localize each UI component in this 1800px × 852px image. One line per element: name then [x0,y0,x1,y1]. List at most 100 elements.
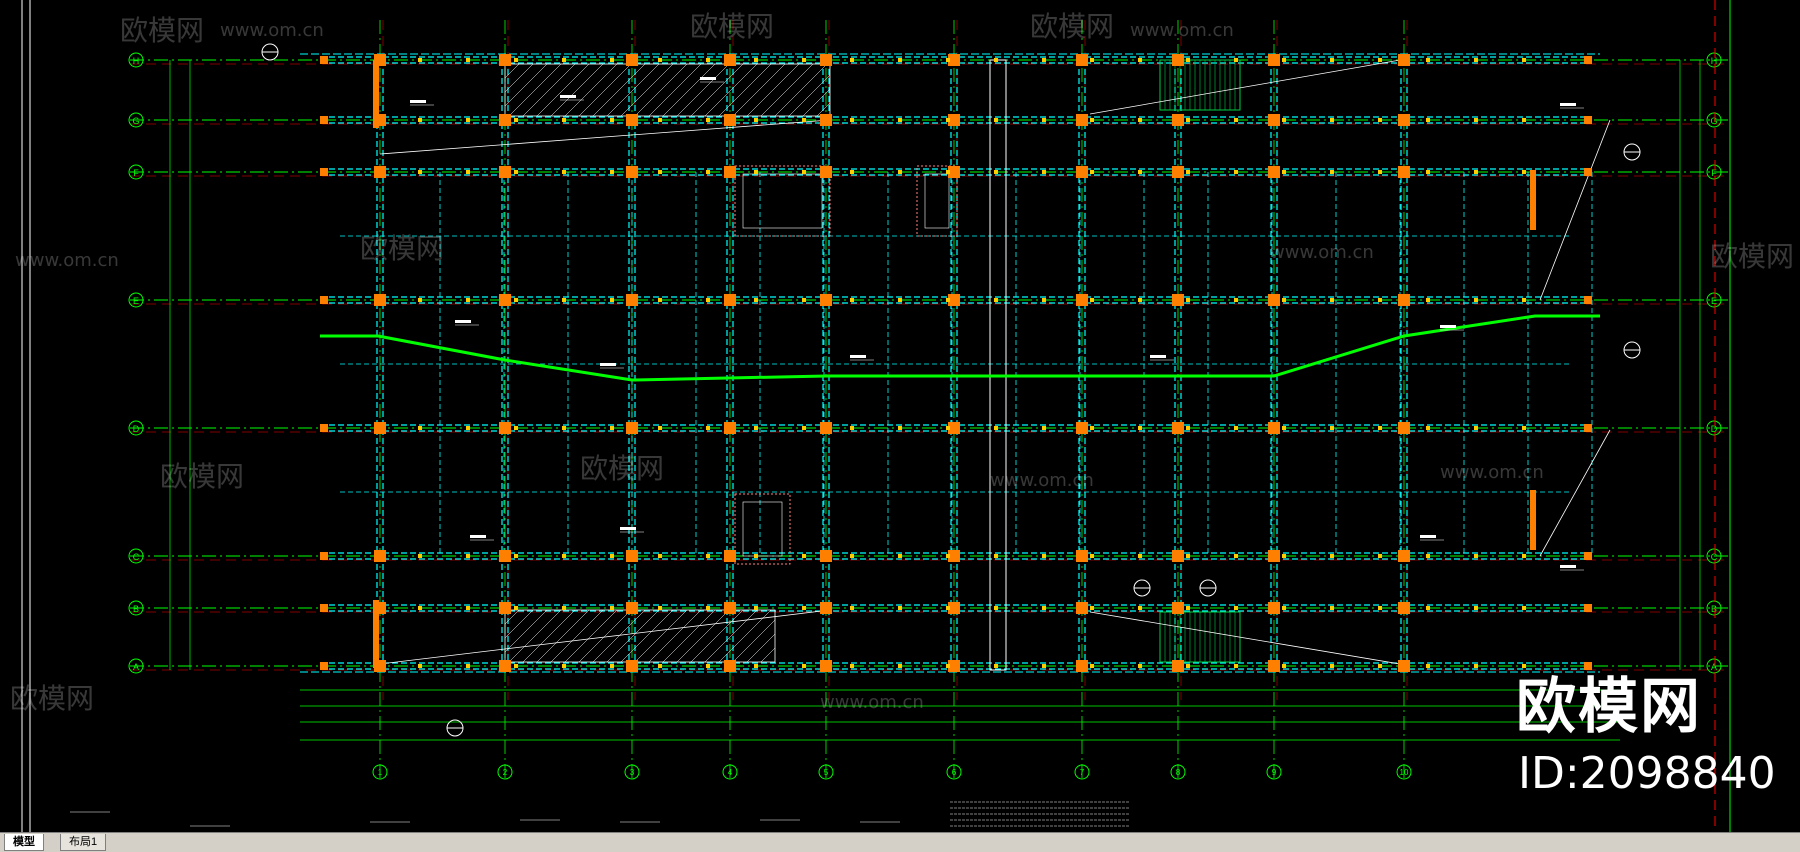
annotation-text-mark [1150,355,1166,358]
column [820,550,832,562]
annotation-text-mark [560,95,576,98]
hatched-slab-hatch [690,63,744,117]
column [724,54,736,66]
beam-marker [514,554,518,558]
beam-marker [562,170,566,174]
beam-marker [946,118,950,122]
hatched-slab-hatch [676,63,730,117]
beam-marker [1522,426,1526,430]
beam-marker [466,606,470,610]
grid-bubble [1706,420,1722,436]
column [1584,116,1592,124]
column [1584,424,1592,432]
beam-marker [466,118,470,122]
column [1584,168,1592,176]
tab-layout1[interactable]: 布局1 [60,834,107,851]
column [499,166,511,178]
beam-marker [1090,170,1094,174]
grid-label-col: 6 [952,768,957,777]
column [499,54,511,66]
hatched-slab-hatch [676,609,730,663]
column [626,114,638,126]
beam-marker [850,554,854,558]
beam-marker [898,118,902,122]
beam-marker [562,298,566,302]
beam-marker [1378,170,1382,174]
wall-column [1530,170,1536,230]
watermark-tile: 欧模网 [10,682,94,715]
beam-marker [706,426,710,430]
beam-marker [1186,118,1190,122]
column [626,422,638,434]
annotation-text-mark [600,363,616,366]
beam-marker [898,298,902,302]
beam-marker [514,606,518,610]
column [948,114,960,126]
beam-marker [658,298,662,302]
beam-marker [946,554,950,558]
beam-marker [1474,606,1478,610]
column [948,602,960,614]
hatched-slab-hatch [774,63,828,117]
beam-marker [1234,170,1238,174]
column [820,602,832,614]
tab-model[interactable]: 模型 [4,834,44,851]
beam-marker [514,298,518,302]
column [320,56,328,64]
opening-inner [742,501,783,557]
column [1172,294,1184,306]
beam-marker [1282,554,1286,558]
column [626,660,638,672]
beam-marker [898,170,902,174]
beam-marker [610,170,614,174]
diagonal-line [379,609,831,665]
beam-marker [802,664,806,668]
annotation-text-mark [1440,325,1456,328]
beam-marker [706,554,710,558]
beam-marker [1042,170,1046,174]
column [1398,550,1410,562]
hatched-slab-hatch [536,609,590,663]
annotation-text-mark [1560,103,1576,106]
grid-bubble [624,764,640,780]
beam-marker [1186,58,1190,62]
beam-marker [850,118,854,122]
watermark-tile: 欧模网 [1030,10,1114,43]
column [1076,422,1088,434]
hatched-slab-hatch [522,609,576,663]
wall-column [373,60,379,128]
beam-marker [1426,170,1430,174]
beam-marker [562,118,566,122]
beam-marker [658,58,662,62]
beam-marker [418,426,422,430]
grid-label-col: 3 [630,768,635,777]
hatched-slab-hatch [662,609,716,663]
beam-marker [1330,606,1334,610]
column [1172,602,1184,614]
column [499,550,511,562]
beam-marker [994,606,998,610]
beam-marker [1042,554,1046,558]
column [1268,294,1280,306]
beam-marker [994,664,998,668]
grid-bubble [128,420,144,436]
beam-marker [946,426,950,430]
beam-marker [658,554,662,558]
column [499,422,511,434]
beam-marker [610,298,614,302]
grid-label-row: D [133,424,140,434]
grid-bubble [372,764,388,780]
beam-marker [1282,170,1286,174]
beam-marker [610,554,614,558]
beam-marker [1282,118,1286,122]
column [374,422,386,434]
hatched-slab-hatch [504,63,520,79]
beam-marker [1234,118,1238,122]
grid-label-row: G [1710,116,1717,126]
diagonal-line [1089,59,1401,115]
hatched-slab-hatch [648,609,702,663]
beam-marker [1138,118,1142,122]
grid-label-col: 7 [1080,768,1085,777]
